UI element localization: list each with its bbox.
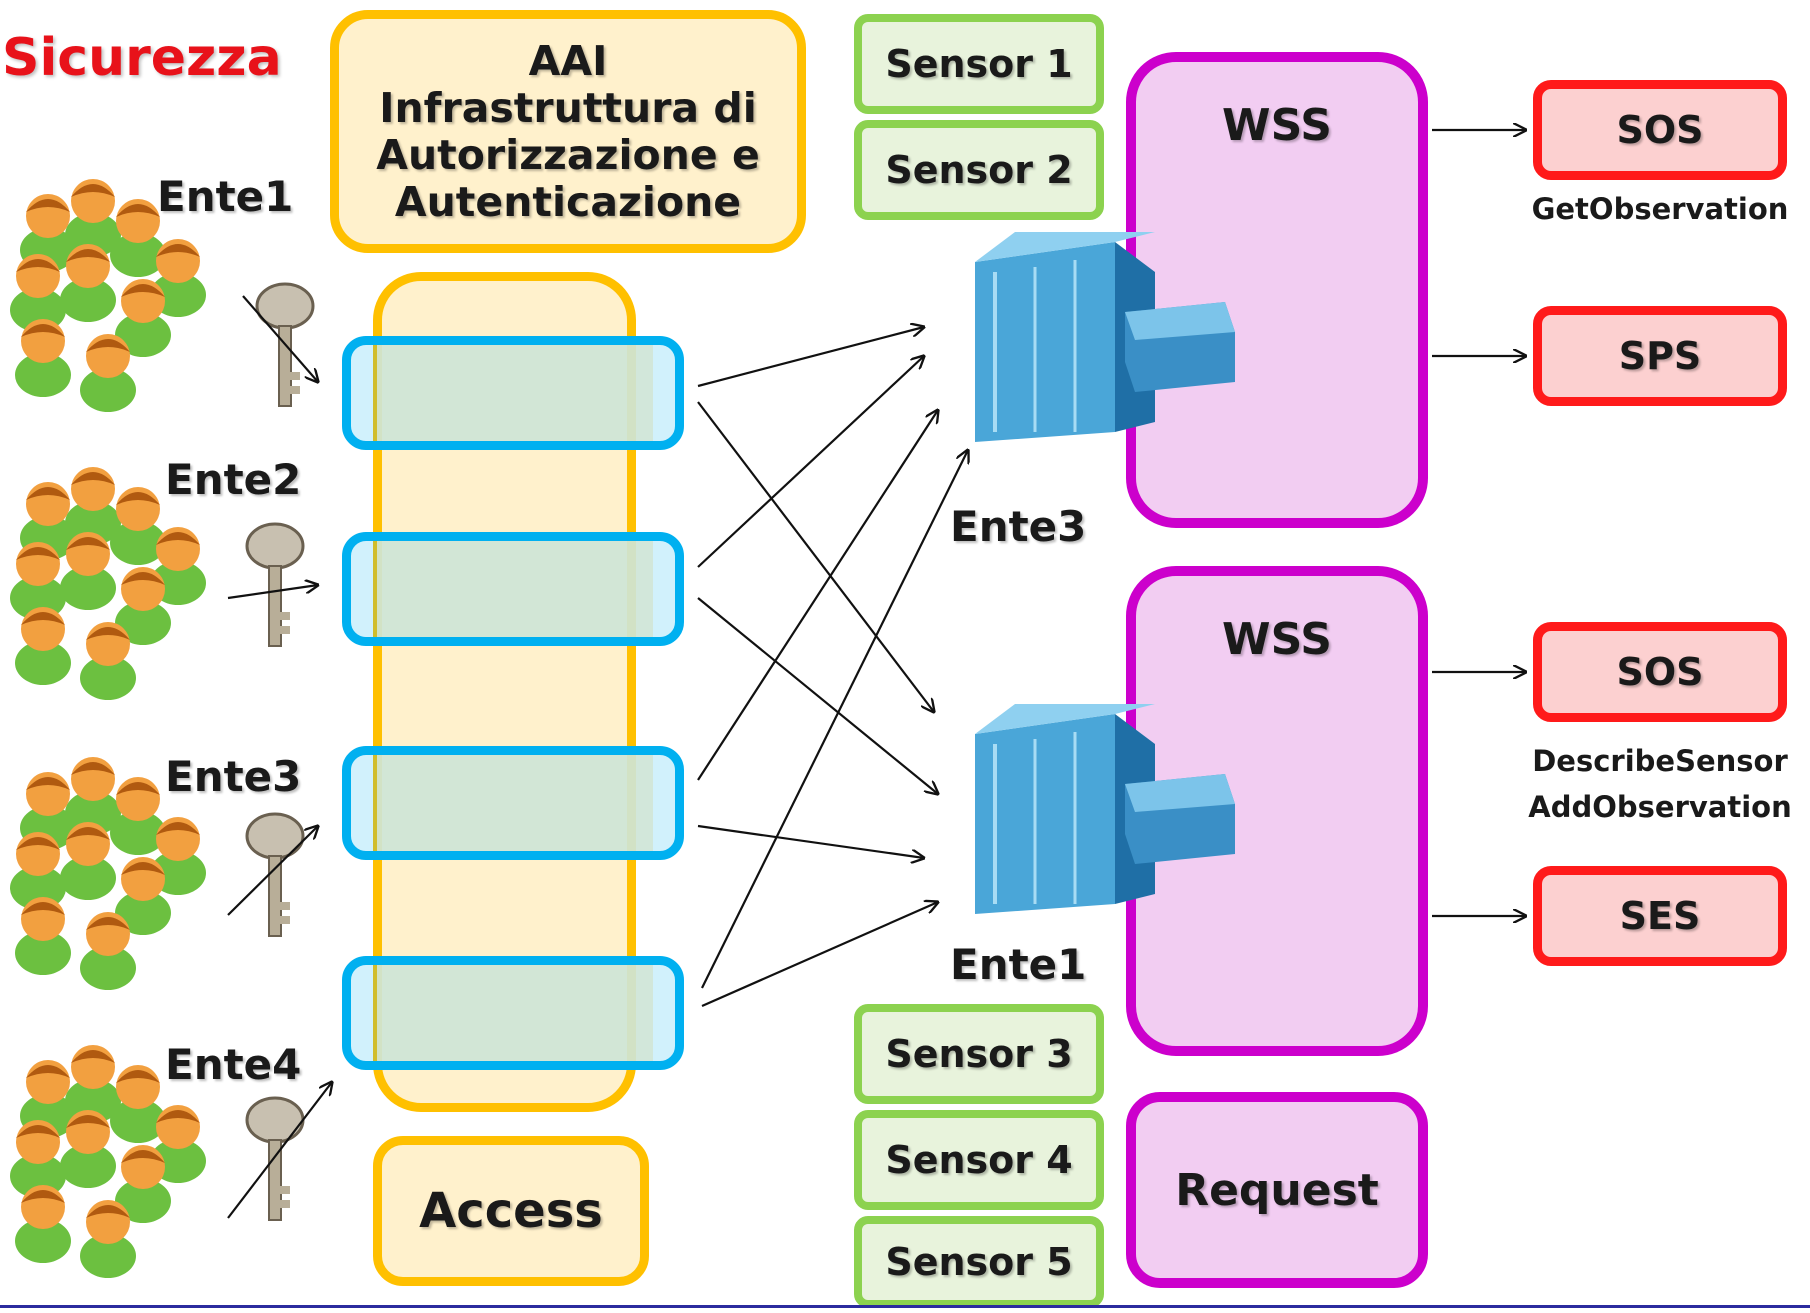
sensor-1: Sensor 1	[854, 14, 1104, 114]
slot-arrow-1b	[697, 401, 934, 712]
user-group-label-3: Ente3	[165, 752, 302, 801]
user-arrow-3	[227, 826, 318, 916]
service-sps: SPS	[1533, 306, 1787, 406]
service-ses: SES	[1533, 866, 1787, 966]
slot-arrow-2b	[697, 597, 938, 794]
server-icon	[975, 232, 1235, 442]
wss-box-1: WSS	[1126, 52, 1428, 528]
slot-arrow-3b	[697, 824, 924, 858]
access-slot-2	[342, 532, 684, 646]
server-label-ente3: Ente3	[950, 502, 1087, 551]
wss-title-1: WSS	[1222, 100, 1332, 151]
operation-addobservation: AddObservation	[1528, 790, 1792, 824]
aai-line-1: AAI	[528, 36, 608, 85]
aai-line-4: Autenticazione	[394, 177, 742, 226]
slot-arrow-3a	[697, 410, 938, 781]
users-group-icon	[10, 179, 206, 412]
request-box: Request	[1126, 1092, 1428, 1288]
user-arrow-2	[227, 585, 318, 600]
page-title: Sicurezza	[2, 28, 282, 88]
user-group-label-4: Ente4	[165, 1040, 302, 1089]
slot-arrow-1a	[697, 327, 924, 388]
service-sos-1: SOS	[1533, 80, 1787, 180]
server-label-ente1: Ente1	[950, 940, 1087, 989]
slot-arrow-4a	[701, 450, 968, 989]
access-slot-3	[342, 746, 684, 860]
operation-getobservation: GetObservation	[1531, 192, 1789, 226]
access-slot-1	[342, 336, 684, 450]
slot-arrow-2a	[697, 356, 924, 568]
aai-line-2: Infrastruttura di	[379, 83, 757, 132]
user-arrow-4	[227, 1082, 332, 1219]
sensor-3: Sensor 3	[854, 1004, 1104, 1104]
access-box: Access	[373, 1136, 649, 1286]
service-sos-2: SOS	[1533, 622, 1787, 722]
user-group-label-1: Ente1	[157, 172, 294, 221]
slot-arrow-4b	[701, 902, 938, 1008]
sensor-2: Sensor 2	[854, 120, 1104, 220]
footer-rule	[0, 1305, 1810, 1308]
access-slot-4	[342, 956, 684, 1070]
wss-title-2: WSS	[1222, 614, 1332, 665]
user-group-label-2: Ente2	[165, 455, 302, 504]
sensor-4: Sensor 4	[854, 1110, 1104, 1210]
aai-box: AAI Infrastruttura di Autorizzazione e A…	[330, 10, 806, 253]
user-arrow-1	[242, 295, 318, 382]
aai-line-3: Autorizzazione e	[376, 130, 760, 179]
operation-describesensor: DescribeSensor	[1532, 744, 1788, 778]
sensor-5: Sensor 5	[854, 1216, 1104, 1308]
